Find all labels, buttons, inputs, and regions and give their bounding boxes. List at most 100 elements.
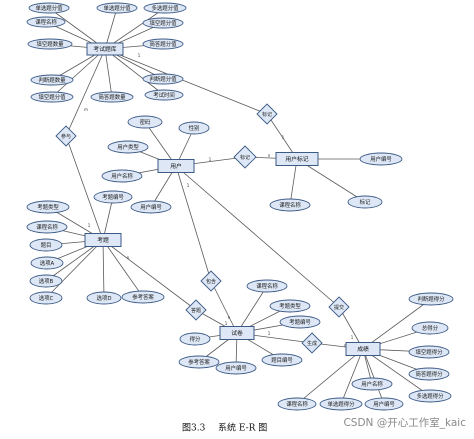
attribute-s0: 判断题得分 [408,292,454,306]
relationship-r_contain: 包含 [200,270,222,292]
entity-score: 成绩 [345,342,381,356]
edge [296,158,366,203]
attribute-label: 密码 [140,118,151,126]
entity-box [345,342,381,356]
attribute-ellipse [29,274,63,288]
edge [102,196,114,241]
attribute-label: 选项D [97,294,112,302]
attribute-ellipse [142,38,184,50]
entity-paper: 试卷 [219,326,255,340]
attribute-b11: 简答题数量 [90,91,134,103]
attribute-label: 用户编号 [370,155,392,163]
edge [104,7,166,50]
attribute-u3: 用户名称 [101,169,143,183]
attribute-label: 用户编号 [140,203,162,211]
attribute-l0: 用户编号 [359,152,403,166]
attribute-label: 判断题数量 [39,76,67,84]
attribute-label: 填空题数量 [37,40,65,48]
attribute-ellipse [26,200,70,214]
relationship-r_generate: 生成 [301,332,323,354]
attribute-q4: 选项B [29,274,63,288]
edge [296,348,364,405]
cardinality-label: 1 [351,335,354,340]
attribute-ellipse [246,279,288,293]
edge [102,239,197,311]
cardinality-label: 1 [268,331,271,336]
attribute-ellipse [178,121,210,135]
relationship-diamond [233,145,257,169]
attribute-q7: 考题编号 [93,190,133,204]
edge [362,298,432,350]
edge [102,239,144,298]
relationship-r_answer: 答题 [185,299,207,321]
attribute-label: 判断题分值 [150,75,178,83]
edge [236,285,268,334]
entity-label: 考试题库 [93,45,116,53]
entity-user: 用户 [157,159,195,173]
edge [104,48,165,96]
attribute-ellipse [30,256,64,270]
relationship-diamond [328,296,350,318]
entity-label: 用户 [170,162,182,170]
attribute-label: 参考答案 [188,358,210,366]
attribute-label: 填空题分值 [150,19,178,27]
relationship-diamond [185,299,207,321]
attribute-ellipse [30,74,74,86]
edge [104,48,113,98]
attribute-ellipse [408,292,454,306]
entity-box [84,233,122,247]
attribute-ellipse [30,91,74,103]
attribute-q1: 课程名称 [26,220,68,234]
cardinality-label: n [268,153,271,158]
edge [65,48,106,137]
attribute-q6: 选项D [86,291,122,305]
attribute-label: 单选题分值 [104,4,132,12]
attribute-ellipse [215,361,257,375]
attribute-label: 填空题得分 [416,348,444,356]
attribute-ellipse [359,152,403,166]
attribute-s2: 填空题得分 [408,345,450,359]
attribute-l1: 课程名称 [269,198,311,212]
relationship-label: 标记 [240,154,250,161]
attribute-ellipse [29,291,63,305]
attribute-label: 课程名称 [36,223,58,231]
edge [289,158,298,206]
edge [51,48,106,98]
relationship-r_label_user: 标记 [233,145,257,169]
relationship-label: 提交 [334,304,344,311]
attribute-label: 标记 [360,198,371,206]
attribute-label: 简答题数量 [99,93,127,101]
attribute-ellipse [277,397,317,411]
entity-box [86,42,124,56]
attribute-label: 参考答案 [132,293,154,301]
attribute-label: 判断题得分 [418,295,446,303]
attribute-label: 考题类型 [279,302,301,310]
edge [45,239,104,299]
attribute-u4: 用户编号 [130,200,172,214]
entity-label: 成绩 [357,345,369,353]
attribute-label: 性别 [189,124,200,132]
relationship-label: 答题 [191,307,201,314]
attribute-ellipse [26,16,66,28]
attribute-b4: 填空题分值 [142,17,184,29]
cardinality-label: n [344,343,347,348]
attribute-p5: 用户编号 [215,361,257,375]
entity-box [275,152,319,166]
attribute-s1: 总得分 [411,321,449,335]
attribute-label: 考试时间 [153,91,175,99]
attribute-ellipse [142,17,184,29]
attribute-label: 题目编号 [271,356,293,364]
attribute-b5: 填空题数量 [27,38,73,50]
relationship-r_label_bank: 标记 [256,103,278,125]
attribute-ellipse [142,73,184,85]
attribute-p6: 题目编号 [261,353,303,367]
attribute-b1: 单选题分值 [96,2,138,14]
attribute-label: 单选题分值 [36,4,64,12]
attribute-b0: 单选题分值 [28,2,70,14]
attribute-label: 用户名称 [111,172,133,180]
attribute-label: 选项A [40,259,55,267]
attribute-ellipse [96,2,138,14]
attribute-label: 多选题得分 [417,392,445,400]
attribute-s5: 单选题得分 [319,397,363,411]
attribute-ellipse [121,290,165,304]
